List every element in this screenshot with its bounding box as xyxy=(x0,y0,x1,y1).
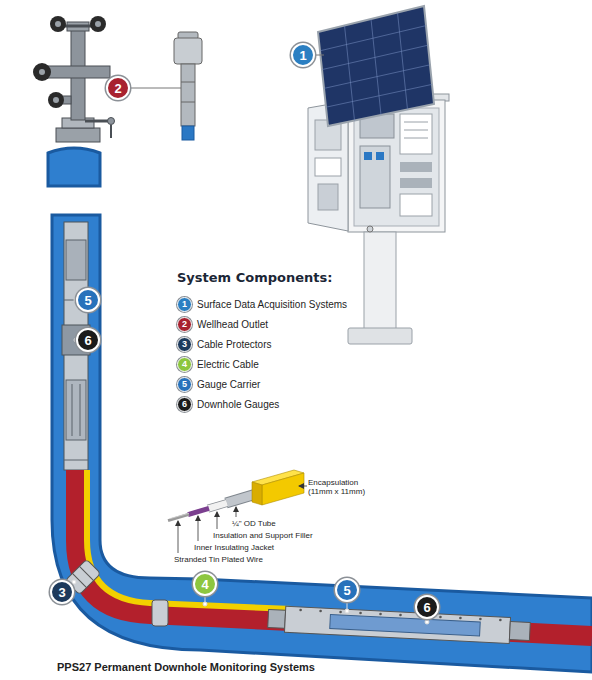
legend-text: Surface Data Acquisition Systems xyxy=(197,297,347,312)
legend-number: 1 xyxy=(182,300,187,309)
cable-layer-label: Insulation and Support Filler xyxy=(213,531,313,540)
cable-layer-label: Inner Insulating Jacket xyxy=(194,543,274,552)
legend-swatch: 5 xyxy=(177,377,192,392)
cable-layer-label: ¼" OD Tube xyxy=(232,519,276,528)
callout-number: 1 xyxy=(299,49,306,62)
legend-text: Wellhead Outlet xyxy=(197,317,268,332)
legend-swatch: 3 xyxy=(177,337,192,352)
legend-text: Gauge Carrier xyxy=(197,377,260,392)
callout-circle: 4 xyxy=(193,572,217,596)
callout-circle: 5 xyxy=(335,578,359,602)
callout-number: 6 xyxy=(423,601,430,614)
legend-number: 6 xyxy=(182,400,187,409)
callout-circle: 1 xyxy=(291,43,315,67)
legend-number: 4 xyxy=(182,360,187,369)
legend-text: Cable Protectors xyxy=(197,337,271,352)
cable-layer-label: Stranded Tin Plated Wire xyxy=(174,555,263,564)
callout-number: 6 xyxy=(84,334,91,347)
caption: PPS27 Permanent Downhole Monitoring Syst… xyxy=(57,661,315,673)
callout-circle: 6 xyxy=(415,595,439,619)
callout-circle: 5 xyxy=(76,288,100,312)
callout-circle: 2 xyxy=(106,76,130,100)
legend-swatch: 1 xyxy=(177,297,192,312)
callout-number: 4 xyxy=(201,578,208,591)
callout-circle: 3 xyxy=(50,580,74,604)
legend-text: Downhole Gauges xyxy=(197,397,279,412)
legend-number: 2 xyxy=(182,320,187,329)
callout-circle: 6 xyxy=(76,328,100,352)
callout-number: 5 xyxy=(84,294,91,307)
callout-number: 5 xyxy=(343,584,350,597)
legend-text: Electric Cable xyxy=(197,357,259,372)
callout-number: 3 xyxy=(58,586,65,599)
legend-number: 5 xyxy=(182,380,187,389)
legend-swatch: 4 xyxy=(177,357,192,372)
legend-number: 3 xyxy=(182,340,187,349)
cable-layer-label: Encapsulation (11mm x 11mm) xyxy=(308,478,374,496)
legend-swatch: 2 xyxy=(177,317,192,332)
callout-number: 2 xyxy=(114,82,121,95)
section-heading: System Components: xyxy=(177,271,332,286)
legend-swatch: 6 xyxy=(177,397,192,412)
